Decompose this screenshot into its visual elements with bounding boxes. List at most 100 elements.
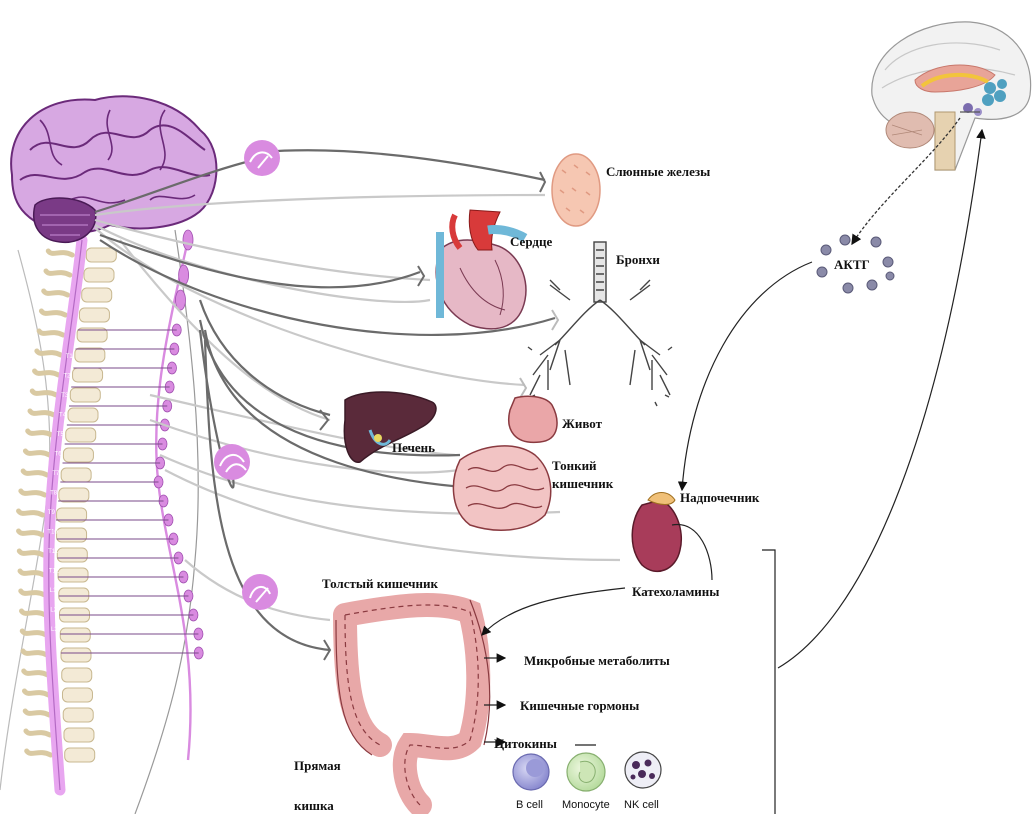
ganglion-salivary [244,140,280,176]
ganglion-celiac [214,444,250,480]
vertebra-process [41,311,65,315]
vertebra-process [23,651,47,655]
vertebra-label: L1 [50,588,57,594]
vertebra-label: T10 [47,530,58,536]
vertebra-bone [66,428,96,442]
label-microbial-metabolites: Микробные метаболиты [524,653,670,668]
label-catecholamines: Катехоламины [632,584,719,599]
vertebra-process [25,711,49,715]
vertebra-bone [64,728,94,742]
vertebra-bone [86,248,116,262]
vertebra-bone [58,568,88,582]
vertebra-process [25,451,49,455]
vertebra-process [32,391,56,395]
label-bronchi: Бронхи [616,252,660,267]
brain-sagittal-illustration [872,22,1031,170]
vertebra-label: T3 [61,393,69,399]
label-heart: Сердце [510,234,552,249]
vertebra-bone [59,488,89,502]
vertebra-bone [82,288,112,302]
label-adrenal: Надпочечник [680,490,760,505]
vertebra-label: T1 [66,354,74,360]
adrenal-illustration [632,493,681,572]
vertebra-process [19,551,43,555]
nk-cell-illustration [625,752,661,788]
vertebra-bone [79,308,109,322]
label-monocyte: Monocyte [562,799,610,811]
vertebra-label: T2 [64,374,72,380]
vertebra-process [23,471,47,475]
vertebra-process [48,251,72,255]
label-rectum-line2: кишка [294,798,334,813]
vertebra-process [19,531,43,535]
vertebra-process [22,611,46,615]
vertebra-bone [70,388,100,402]
vertebra-bone [57,528,87,542]
label-small-intestine-line2: кишечник [552,476,614,491]
label-small-intestine-line1: Тонкий [552,458,597,473]
vertebra-process [44,291,68,295]
vertebra-bone [62,688,92,702]
vertebra-label: T7 [52,471,60,477]
vertebra-bone [63,448,93,462]
vertebra-process [24,691,48,695]
vertebra-bone [65,748,95,762]
vertebra-label: L3 [51,627,58,633]
label-acth: АКТГ [834,257,870,272]
vertebra-process [20,571,44,575]
stomach-illustration [509,396,557,442]
vertebra-bone [75,348,105,362]
label-salivary-glands: Слюнные железы [606,164,710,179]
vertebra-label: T8 [50,491,58,497]
label-cytokines: Цитокины [494,736,557,751]
vertebra-label: T11 [48,549,59,555]
vertebra-label: T6 [55,452,63,458]
label-stomach: Живот [562,416,603,431]
vertebra-process [21,591,45,595]
label-nk-cell: NK cell [624,799,659,811]
vertebra-process [21,491,45,495]
vertebra-bone [61,648,91,662]
vertebra-bone [73,368,103,382]
salivary-gland-illustration [552,154,600,226]
vertebra-label: T5 [57,432,65,438]
vertebra-bone [68,408,98,422]
vertebra-label: T4 [59,413,67,419]
b-cell-illustration [513,754,549,790]
vertebra-bone [61,468,91,482]
vertebra-bone [59,588,89,602]
vertebra-bone [84,268,114,282]
monocyte-illustration [567,753,605,791]
vertebra-label: L2 [50,608,57,614]
ganglion-mesenteric [242,574,278,610]
vertebra-bone [62,668,92,682]
vertebra-process [37,351,61,355]
vertebra-process [39,331,63,335]
label-liver: Печень [392,440,435,455]
label-large-intestine: Толстый кишечник [322,576,438,591]
vertebra-process [30,411,54,415]
vertebra-label: T12 [49,569,60,575]
vertebra-bone [60,628,90,642]
large-intestine-illustration [336,600,490,805]
cervical-ganglion [183,230,193,250]
vertebra-process [19,511,43,515]
vertebra-process [46,271,70,275]
brain-illustration [11,96,216,242]
vertebra-bone [63,708,93,722]
label-b-cell: B cell [516,799,543,811]
vertebra-process [26,731,50,735]
vertebra-process [35,371,59,375]
vertebra-label: T9 [48,510,56,516]
label-rectum-line1: Прямая [294,758,341,773]
label-gut-hormones: Кишечные гормоны [520,698,639,713]
vertebra-process [22,631,46,635]
heart-illustration [436,210,526,329]
vertebra-process [27,751,51,755]
vertebra-bone [57,548,87,562]
vertebra-process [24,671,48,675]
small-intestine-illustration [453,446,550,530]
vertebra-process [28,431,52,435]
